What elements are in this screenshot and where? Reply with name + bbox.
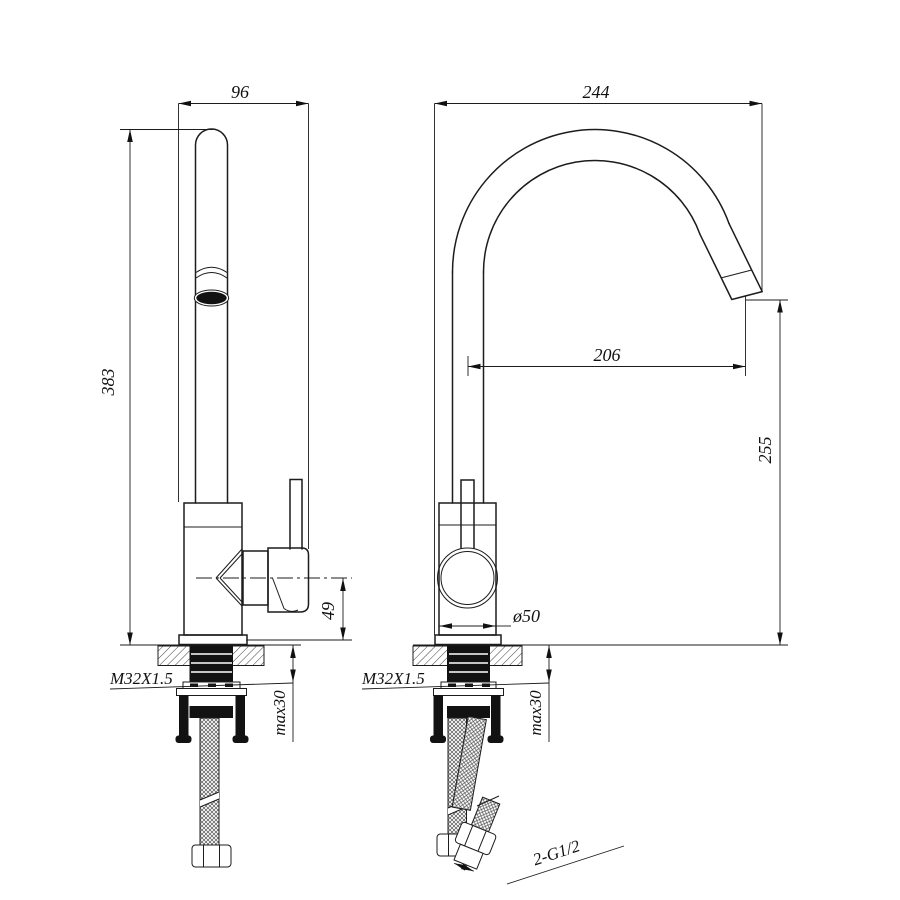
dim-front-reach-label: 206: [594, 345, 621, 365]
side-view-dimensions: 96 383 49 M32X1.5 max30: [98, 82, 352, 742]
dim-front-spout-height-label: 255: [755, 437, 775, 464]
side-threaded-shank: [189, 645, 233, 682]
front-hose-bracket: [447, 706, 490, 718]
front-base-plate: [434, 634, 502, 646]
side-mounting-stud: [235, 695, 245, 736]
front-handle-lever: [460, 479, 475, 549]
side-mounting-stud: [179, 695, 189, 736]
front-spout-outlet: [699, 222, 763, 301]
dim-front-max-thickness-label: max30: [526, 690, 545, 736]
front-view: 244 206 255 ø50 M32X1.5 max30 2-G1/2: [361, 82, 788, 885]
side-supply-hose: [199, 717, 220, 846]
side-thread-label: M32X1.5: [109, 669, 173, 688]
side-view-mounting-hardware: [120, 644, 301, 868]
side-view-faucet-outline: [178, 128, 352, 646]
front-hose-connection-leader: [506, 845, 625, 885]
front-supply-hose-2-end: [453, 796, 501, 872]
front-hose-connection-label: 2-G1/2: [530, 836, 582, 869]
side-view: 96 383 49 M32X1.5 max30: [98, 82, 352, 868]
dim-front-base-diameter-label: ø50: [512, 606, 540, 626]
front-mounting-stud: [433, 695, 443, 736]
side-handle-housing: [267, 547, 310, 613]
side-thread-leader: [109, 682, 294, 690]
front-view-mounting-hardware: [412, 644, 788, 872]
front-mounting-stud: [491, 695, 501, 736]
side-body: [183, 502, 243, 636]
front-thread-leader: [361, 682, 550, 690]
dim-side-max-thickness-label: max30: [270, 690, 289, 736]
front-thread-label: M32X1.5: [361, 669, 425, 688]
side-cone-joint: [215, 548, 243, 607]
side-base-plate: [178, 634, 248, 646]
dim-side-height-label: 383: [98, 369, 118, 397]
side-aerator-outlet: [196, 291, 227, 305]
front-threaded-shank: [447, 645, 490, 682]
front-view-faucet-outline: [434, 128, 763, 646]
side-spout-tube: [194, 128, 229, 504]
front-valve-dome: [437, 547, 498, 609]
side-handle-lever: [289, 478, 303, 550]
dim-side-depth-label: 96: [231, 82, 249, 102]
side-hose-bracket: [189, 706, 233, 718]
side-spout-joint-line: [195, 266, 228, 279]
front-gooseneck-outer: [451, 128, 730, 273]
dim-front-width-label: 244: [583, 82, 610, 102]
front-gooseneck-inner: [482, 159, 701, 273]
front-supply-hose-2: [451, 715, 487, 811]
front-lock-nut: [433, 688, 504, 696]
dim-side-spout-axis-label: 49: [318, 602, 338, 620]
side-lock-nut: [176, 688, 247, 696]
front-view-dimensions: 244 206 255 ø50 M32X1.5 max30 2-G1/2: [361, 82, 788, 885]
side-hose-nut: [191, 844, 232, 868]
